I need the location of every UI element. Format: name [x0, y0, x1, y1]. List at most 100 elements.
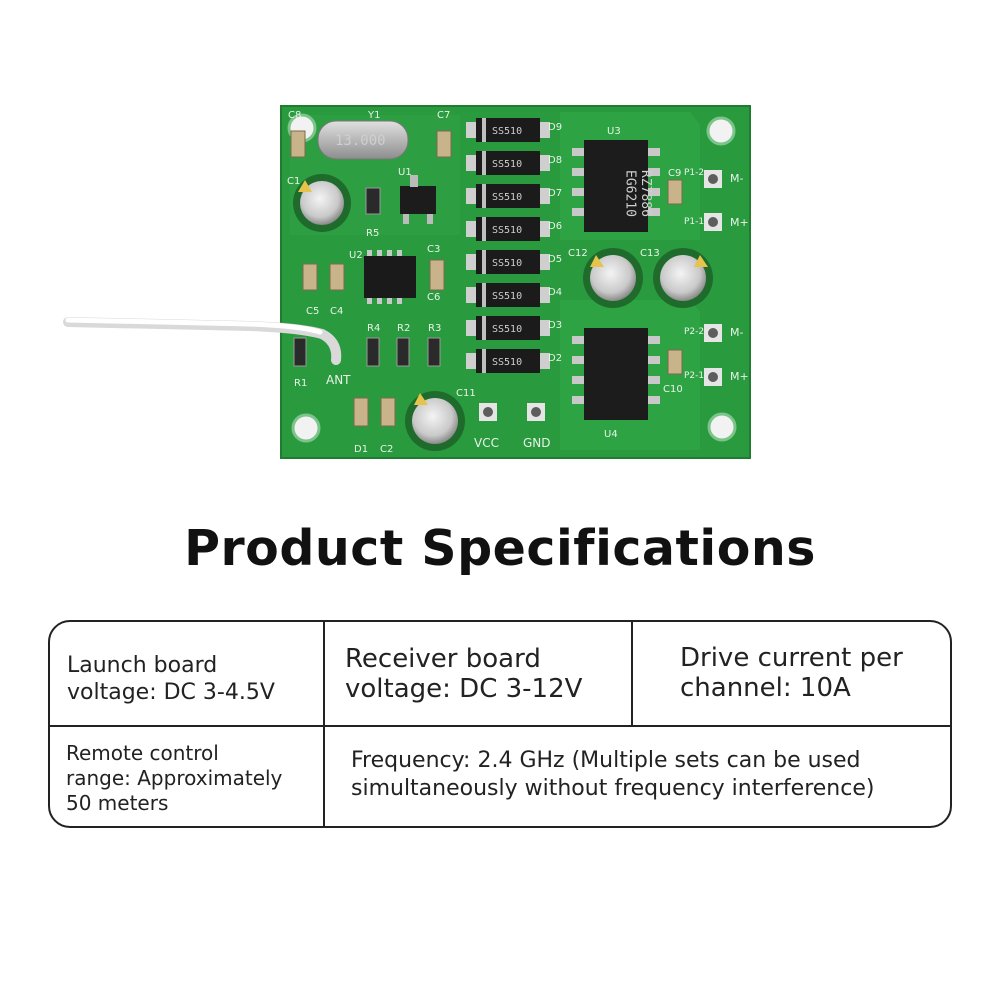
- svg-text:D8: D8: [548, 155, 562, 166]
- svg-text:U3: U3: [607, 126, 621, 137]
- diode-marking: SS510: [492, 357, 522, 368]
- table-divider: [323, 725, 325, 826]
- spec-row: Launch board voltage: DC 3-4.5V Receiver…: [50, 622, 950, 727]
- diode-pad: [466, 188, 476, 204]
- diode-body: [476, 349, 540, 373]
- svg-text:D6: D6: [548, 221, 562, 232]
- svg-text:C8: C8: [288, 110, 301, 121]
- specifications-table: Launch board voltage: DC 3-4.5V Receiver…: [48, 620, 952, 828]
- svg-text:M+: M+: [730, 216, 749, 229]
- diode-marking: SS510: [492, 258, 522, 269]
- svg-text:R5: R5: [366, 228, 379, 239]
- spec-receiver-voltage: Receiver board voltage: DC 3-12V: [345, 644, 583, 704]
- svg-text:C11: C11: [456, 388, 476, 399]
- diode-pad: [466, 155, 476, 171]
- svg-text:P1-2: P1-2: [684, 168, 704, 178]
- diode-pad: [466, 320, 476, 336]
- diode-marking: SS510: [492, 324, 522, 335]
- svg-text:C12: C12: [568, 248, 588, 259]
- diode-band: [482, 184, 486, 208]
- diode-body: [476, 250, 540, 274]
- svg-text:M-: M-: [730, 326, 743, 339]
- svg-text:U1: U1: [398, 167, 412, 178]
- antenna-wire: [63, 317, 342, 365]
- spec-cell-drive-current: Drive current per channel: 10A: [633, 622, 950, 725]
- svg-text:C7: C7: [437, 110, 450, 121]
- chip-u2: [364, 250, 416, 304]
- diode-pad: [540, 122, 550, 138]
- svg-text:D1: D1: [354, 444, 368, 455]
- diode-marking: SS510: [492, 225, 522, 236]
- diode-pad: [540, 221, 550, 237]
- diode-band: [482, 349, 486, 373]
- table-divider: [631, 622, 633, 725]
- svg-text:C1: C1: [287, 176, 300, 187]
- spec-cell-frequency: Frequency: 2.4 GHz (Multiple sets can be…: [325, 725, 950, 826]
- svg-text:C10: C10: [663, 384, 683, 395]
- spec-cell-remote-range: Remote control range: Approximately 50 m…: [50, 725, 323, 826]
- diode-marking: SS510: [492, 192, 522, 203]
- svg-text:D5: D5: [548, 254, 562, 265]
- table-divider: [323, 622, 325, 725]
- diode-band: [482, 118, 486, 142]
- svg-text:GND: GND: [523, 436, 551, 450]
- diode-pad: [540, 155, 550, 171]
- diode-band: [482, 151, 486, 175]
- diode-band: [482, 283, 486, 307]
- diode-band: [482, 217, 486, 241]
- spec-cell-launch-voltage: Launch board voltage: DC 3-4.5V: [50, 622, 323, 725]
- svg-text:C3: C3: [427, 244, 440, 255]
- svg-text:13.000: 13.000: [335, 133, 386, 149]
- crystal-oscillator: 13.000: [317, 120, 409, 160]
- spec-cell-receiver-voltage: Receiver board voltage: DC 3-12V: [325, 622, 631, 725]
- diode-pad: [466, 221, 476, 237]
- svg-text:R4: R4: [367, 323, 380, 334]
- svg-text:P2-1: P2-1: [684, 371, 704, 381]
- svg-text:D4: D4: [548, 287, 562, 298]
- terminal-pads: [479, 170, 722, 421]
- svg-text:C2: C2: [380, 444, 393, 455]
- svg-text:U4: U4: [604, 429, 618, 440]
- diode-marking: SS510: [492, 159, 522, 170]
- spec-remote-range: Remote control range: Approximately 50 m…: [66, 741, 283, 815]
- svg-text:D7: D7: [548, 188, 562, 199]
- diode-body: [476, 151, 540, 175]
- svg-text:C4: C4: [330, 306, 343, 317]
- driver-u3: RZ7886EG6210: [572, 140, 660, 232]
- svg-text:D2: D2: [548, 353, 562, 364]
- svg-text:C5: C5: [306, 306, 319, 317]
- regulator-u1: [400, 175, 436, 224]
- diode-pad: [466, 122, 476, 138]
- svg-text:R1: R1: [294, 378, 307, 389]
- svg-text:P1-1: P1-1: [684, 217, 704, 227]
- svg-text:VCC: VCC: [474, 436, 499, 450]
- svg-text:C9: C9: [668, 168, 681, 179]
- diode-pad: [466, 287, 476, 303]
- spec-row: Remote control range: Approximately 50 m…: [50, 725, 950, 826]
- diode-band: [482, 316, 486, 340]
- diode-pad: [466, 353, 476, 369]
- diode-pad: [540, 287, 550, 303]
- diode-pad: [540, 188, 550, 204]
- svg-text:M+: M+: [730, 370, 749, 383]
- diode-pad: [540, 320, 550, 336]
- svg-text:C13: C13: [640, 248, 660, 259]
- diode-pad: [540, 254, 550, 270]
- svg-text:R2: R2: [397, 323, 410, 334]
- driver-u4: [572, 328, 660, 420]
- svg-text:R3: R3: [428, 323, 441, 334]
- svg-text:ANT: ANT: [326, 373, 351, 387]
- diode-band: [482, 250, 486, 274]
- svg-text:P2-2: P2-2: [684, 327, 704, 337]
- diode-body: [476, 118, 540, 142]
- spec-frequency: Frequency: 2.4 GHz (Multiple sets can be…: [351, 748, 875, 801]
- spec-drive-current: Drive current per channel: 10A: [680, 643, 903, 703]
- diode-body: [476, 217, 540, 241]
- electrolytic-capacitors: [293, 174, 713, 451]
- diode-marking: SS510: [492, 126, 522, 137]
- svg-text:D3: D3: [548, 320, 562, 331]
- svg-text:Y1: Y1: [367, 110, 380, 121]
